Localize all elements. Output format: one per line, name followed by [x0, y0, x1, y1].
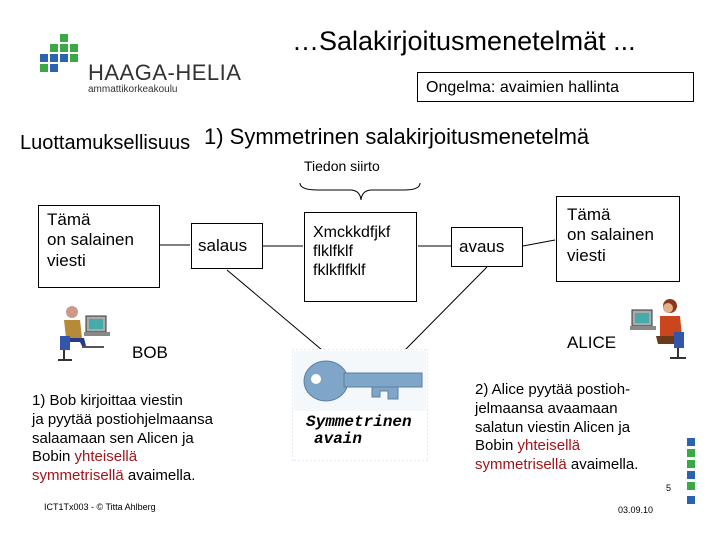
- desc-line: ja pyytää postiohjelmaansa: [32, 410, 213, 428]
- desc-emphasis: symmetrisellä: [32, 467, 124, 484]
- desc-line: symmetrisellä avaimella.: [32, 467, 282, 486]
- key-label: Symmetrinen avain: [306, 414, 412, 448]
- bob-label: BOB: [132, 343, 168, 362]
- alice-computer-icon: [630, 299, 686, 359]
- section-heading: 1) Symmetrinen salakirjoitusmenetelmä: [204, 124, 590, 149]
- desc-line: symmetrisellä avaimella.: [475, 456, 705, 475]
- plaintext-line: viesti: [567, 245, 606, 265]
- desc-text: avaimella.: [566, 456, 639, 473]
- alice-label: ALICE: [567, 333, 617, 352]
- bob-computer-icon: [58, 306, 110, 361]
- ciphertext-line: Xmckkdfjkf: [313, 224, 391, 241]
- desc-line: jelmaansa avaamaan: [475, 399, 618, 417]
- desc-line: salaamaan sen Alicen ja: [32, 429, 194, 447]
- plaintext-box-receiver: Tämä on salainen viesti: [556, 196, 680, 282]
- desc-line: salatun viestin Alicen ja: [475, 418, 631, 436]
- desc-line: 1) Bob kirjoittaa viestin: [32, 392, 183, 409]
- desc-line: Bobin yhteisellä: [32, 448, 282, 467]
- haaga-helia-logo: [40, 34, 78, 72]
- plaintext-line: Tämä: [567, 205, 611, 224]
- plaintext-line: Tämä: [47, 210, 91, 229]
- ciphertext-box: Xmckkdfjkf flklfklf fklkflfklf: [304, 212, 417, 302]
- plaintext-line: on salainen: [47, 230, 134, 250]
- trust-label: Luottamuksellisuus: [20, 132, 191, 154]
- desc-text: Bobin: [475, 437, 518, 455]
- transfer-label: Tiedon siirto: [304, 158, 380, 174]
- desc-line: Bobin yhteisellä: [475, 437, 705, 456]
- desc-text: avaimella.: [123, 467, 196, 484]
- plaintext-box-sender: Tämä on salainen viesti: [38, 205, 160, 288]
- logo-main-text: HAAGA-HELIA: [88, 60, 242, 85]
- desc-emphasis: yhteisellä: [517, 437, 581, 455]
- key-label-line: Symmetrinen: [306, 413, 412, 431]
- page-number: 5: [666, 483, 672, 493]
- decrypt-box: avaus: [451, 227, 523, 267]
- desc-emphasis: yhteisellä: [74, 448, 138, 466]
- desc-text: Bobin: [32, 448, 75, 466]
- bob-description: 1) Bob kirjoittaa viestin ja pyytää post…: [32, 392, 282, 486]
- key-icon: [292, 349, 428, 461]
- footer-author: ICT1Tx003 - © Titta Ahlberg: [44, 502, 156, 512]
- slide-title: …Salakirjoitusmenetelmät ...: [292, 26, 636, 56]
- alice-description: 2) Alice pyytää postioh- jelmaansa avaam…: [475, 381, 705, 475]
- logo-sub-text: ammattikorkeakoulu: [88, 84, 178, 95]
- desc-line: 2) Alice pyytää postioh-: [475, 381, 631, 398]
- ciphertext-line: flklfklf: [313, 243, 353, 261]
- problem-box: Ongelma: avaimien hallinta: [417, 72, 694, 102]
- plaintext-line: viesti: [47, 250, 86, 270]
- encrypt-box: salaus: [191, 223, 263, 269]
- decorative-squares: [687, 438, 695, 504]
- key-label-line: avain: [314, 429, 363, 448]
- desc-emphasis: symmetrisellä: [475, 456, 567, 473]
- footer-date: 03.09.10: [618, 505, 654, 515]
- plaintext-line: on salainen: [567, 225, 654, 245]
- ciphertext-line: fklkflfklf: [313, 262, 366, 280]
